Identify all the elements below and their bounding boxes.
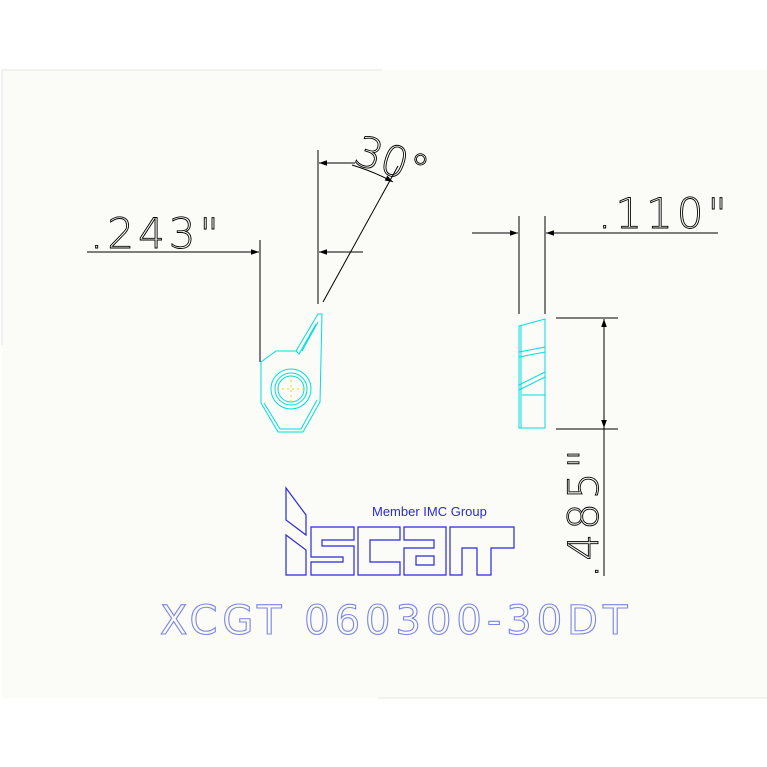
width-dimension-label: .243" [90, 209, 223, 258]
mounting-hole [270, 368, 312, 410]
dimension-lines-right [472, 216, 718, 576]
insert-side-view [518, 318, 546, 429]
logo-tagline: Member IMC Group [372, 504, 487, 519]
logo-mark [285, 486, 307, 537]
part-code: XCGT 060300-30DT [160, 598, 632, 644]
length-dimension-label: .485" [559, 445, 608, 578]
dimension-lines-left [87, 150, 399, 362]
company-logo [285, 486, 515, 576]
thickness-dimension-label: .110" [598, 189, 731, 238]
insert-top-view [260, 313, 323, 433]
drawing-sheet [1, 69, 767, 699]
